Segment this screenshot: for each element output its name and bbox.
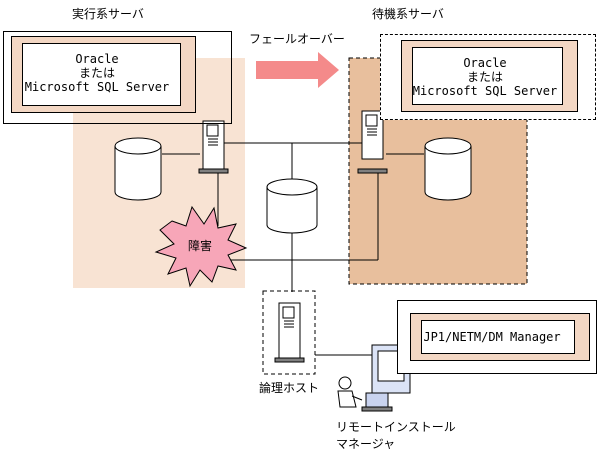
active-db-product-box (11, 36, 196, 113)
db-line-2: または (466, 70, 503, 84)
network-lines (162, 142, 424, 356)
failover-label: フェールオーバー (249, 32, 345, 46)
logical-host-label: 論理ホスト (259, 381, 320, 395)
failure-label: 障害 (188, 239, 213, 253)
active-server-icon (198, 120, 229, 174)
db-line-1: Oracle (463, 56, 507, 70)
manager-product-text: JP1/NETM/DM Manager (423, 330, 561, 344)
operator-person-icon (337, 376, 363, 408)
logical-host-server-icon (274, 302, 305, 363)
db-line-1: Oracle (75, 52, 119, 66)
remote-install-manager-label-2: マネージャ (336, 437, 396, 451)
standby-db-product-box (401, 40, 578, 112)
standby-db-product-text: Oracle または Microsoft SQL Server (412, 56, 558, 98)
db-line-2: または (78, 66, 115, 80)
shared-database-icon (266, 178, 318, 234)
db-line-3: Microsoft SQL Server (24, 80, 170, 94)
manager-product-box (410, 313, 590, 361)
active-database-icon (114, 137, 162, 201)
active-db-product-text: Oracle または Microsoft SQL Server (22, 52, 172, 94)
remote-install-manager-label-1: リモートインストール (336, 420, 456, 434)
active-system-label: 実行系サーバ (72, 7, 144, 21)
standby-database-icon (424, 137, 472, 201)
standby-system-label: 待機系サーバ (372, 7, 444, 21)
failover-arrow-icon (256, 52, 339, 88)
standby-server-icon (357, 110, 388, 174)
failure-burst-icon (154, 205, 248, 288)
logical-host-box (262, 290, 316, 375)
db-line-3: Microsoft SQL Server (412, 84, 558, 98)
active-db-product-frame (3, 31, 232, 124)
